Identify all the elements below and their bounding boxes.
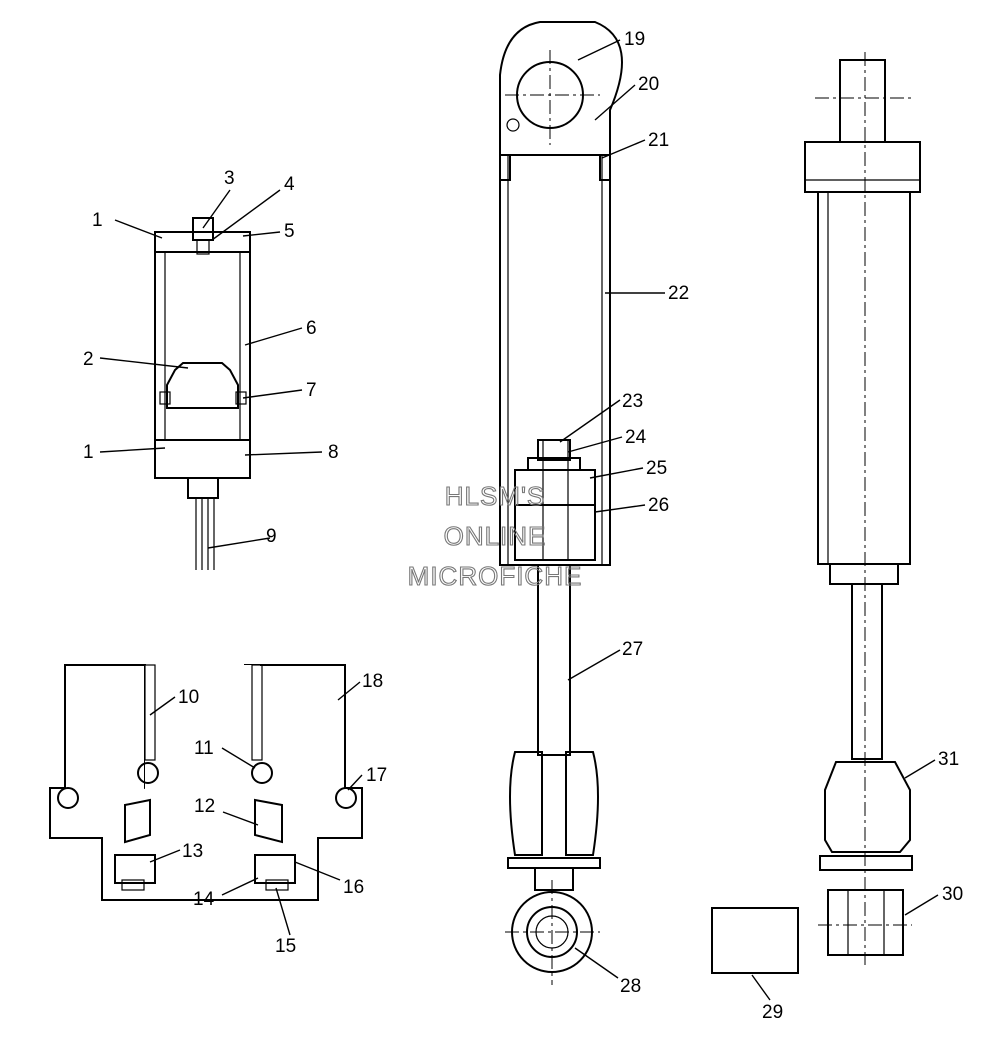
reservoir-piston-seal	[159, 391, 171, 405]
shock-bleed-screw	[506, 118, 520, 132]
callout-26: 26	[648, 495, 669, 516]
callout-15: 15	[275, 936, 296, 957]
callout-10: 10	[178, 687, 199, 708]
shock-exterior-shaft	[851, 583, 883, 760]
callout-23: 23	[622, 391, 643, 412]
seal-head-o-ring	[137, 762, 159, 784]
shock-exterior-bumper	[824, 761, 911, 853]
callout-18: 18	[362, 671, 383, 692]
reservoir-piston	[166, 362, 239, 409]
seal-head-outer-o-ring	[335, 787, 357, 809]
shock-shaft	[537, 564, 571, 756]
watermark: HLSM'S ONLINE MICROFICHE	[407, 480, 583, 591]
shock-lower-collar	[829, 563, 899, 585]
callout-8: 8	[328, 442, 339, 463]
callout-17: 17	[366, 765, 387, 786]
shock-exterior-view	[711, 52, 921, 974]
seal-head-wiper	[254, 854, 296, 884]
callout-31: 31	[938, 749, 959, 770]
seal-head-retainer	[121, 879, 145, 891]
seal-head-o-ring	[251, 762, 273, 784]
reservoir-hose	[195, 498, 215, 570]
seal-head-wiper	[114, 854, 156, 884]
reservoir-end-cap-top	[154, 231, 251, 253]
seal-head-bushing	[144, 664, 156, 761]
shock-top-eye-mount	[499, 21, 623, 181]
callout-24: 24	[625, 427, 647, 448]
shock-eye-spacer	[711, 907, 799, 974]
callout-12: 12	[194, 796, 215, 817]
shock-exterior-bumper-cup	[819, 855, 913, 871]
shock-cross-section	[499, 21, 623, 985]
shock-shim-stack	[514, 504, 596, 561]
seal-head-cross-section	[49, 664, 363, 901]
callout-19: 19	[624, 29, 645, 50]
callout-11: 11	[194, 738, 214, 759]
reservoir-end-cap-bottom	[154, 439, 251, 479]
shock-outer-body	[817, 191, 911, 565]
callout-14: 14	[193, 889, 215, 910]
callout-28: 28	[620, 976, 641, 997]
seal-head-rod-seal	[124, 798, 151, 844]
seal-head-retainer	[265, 879, 289, 891]
callout-9: 9	[266, 526, 277, 547]
callout-16: 16	[343, 877, 364, 898]
callout-30: 30	[942, 884, 963, 905]
callout-27: 27	[622, 639, 643, 660]
callout-29: 29	[762, 1002, 783, 1023]
reservoir-valve-stem	[196, 239, 210, 255]
shock-piston-nut	[537, 439, 571, 461]
callout-5: 5	[284, 221, 295, 242]
shock-top-cap	[804, 141, 921, 193]
callout-21: 21	[648, 130, 669, 151]
seal-head-rod-seal	[254, 798, 283, 844]
callout-labels: 1 2 3 4 5 6 7 1 8 9 10 11 12 13 14 15 16…	[83, 29, 963, 1023]
watermark-line-2: ONLINE	[444, 521, 547, 551]
callout-3: 3	[224, 168, 235, 189]
callout-13: 13	[182, 841, 203, 862]
watermark-line-3: MICROFICHE	[408, 561, 583, 591]
callout-25: 25	[646, 458, 667, 479]
seal-head-bushing	[251, 664, 263, 761]
callout-1-bottom: 1	[83, 442, 94, 463]
callout-7: 7	[306, 380, 317, 401]
shock-bumper	[509, 751, 599, 856]
shock-bumper-cup	[507, 857, 601, 869]
callout-leaders	[99, 39, 939, 1001]
seal-head-outer-o-ring	[57, 787, 79, 809]
reservoir-valve-core	[192, 217, 214, 241]
callout-2: 2	[83, 349, 94, 370]
callout-22: 22	[668, 283, 689, 304]
callout-4: 4	[284, 174, 295, 195]
callout-1-top: 1	[92, 210, 103, 231]
callout-6: 6	[306, 318, 317, 339]
shock-upper-stem	[839, 59, 886, 143]
callout-20: 20	[638, 74, 659, 95]
reservoir-assembly	[154, 217, 251, 570]
reservoir-hose-fitting	[187, 477, 219, 499]
shock-shaft-thread	[534, 867, 574, 891]
seal-head-bore	[145, 665, 260, 805]
watermark-line-1: HLSM'S	[445, 481, 546, 511]
reservoir-body	[154, 251, 251, 441]
